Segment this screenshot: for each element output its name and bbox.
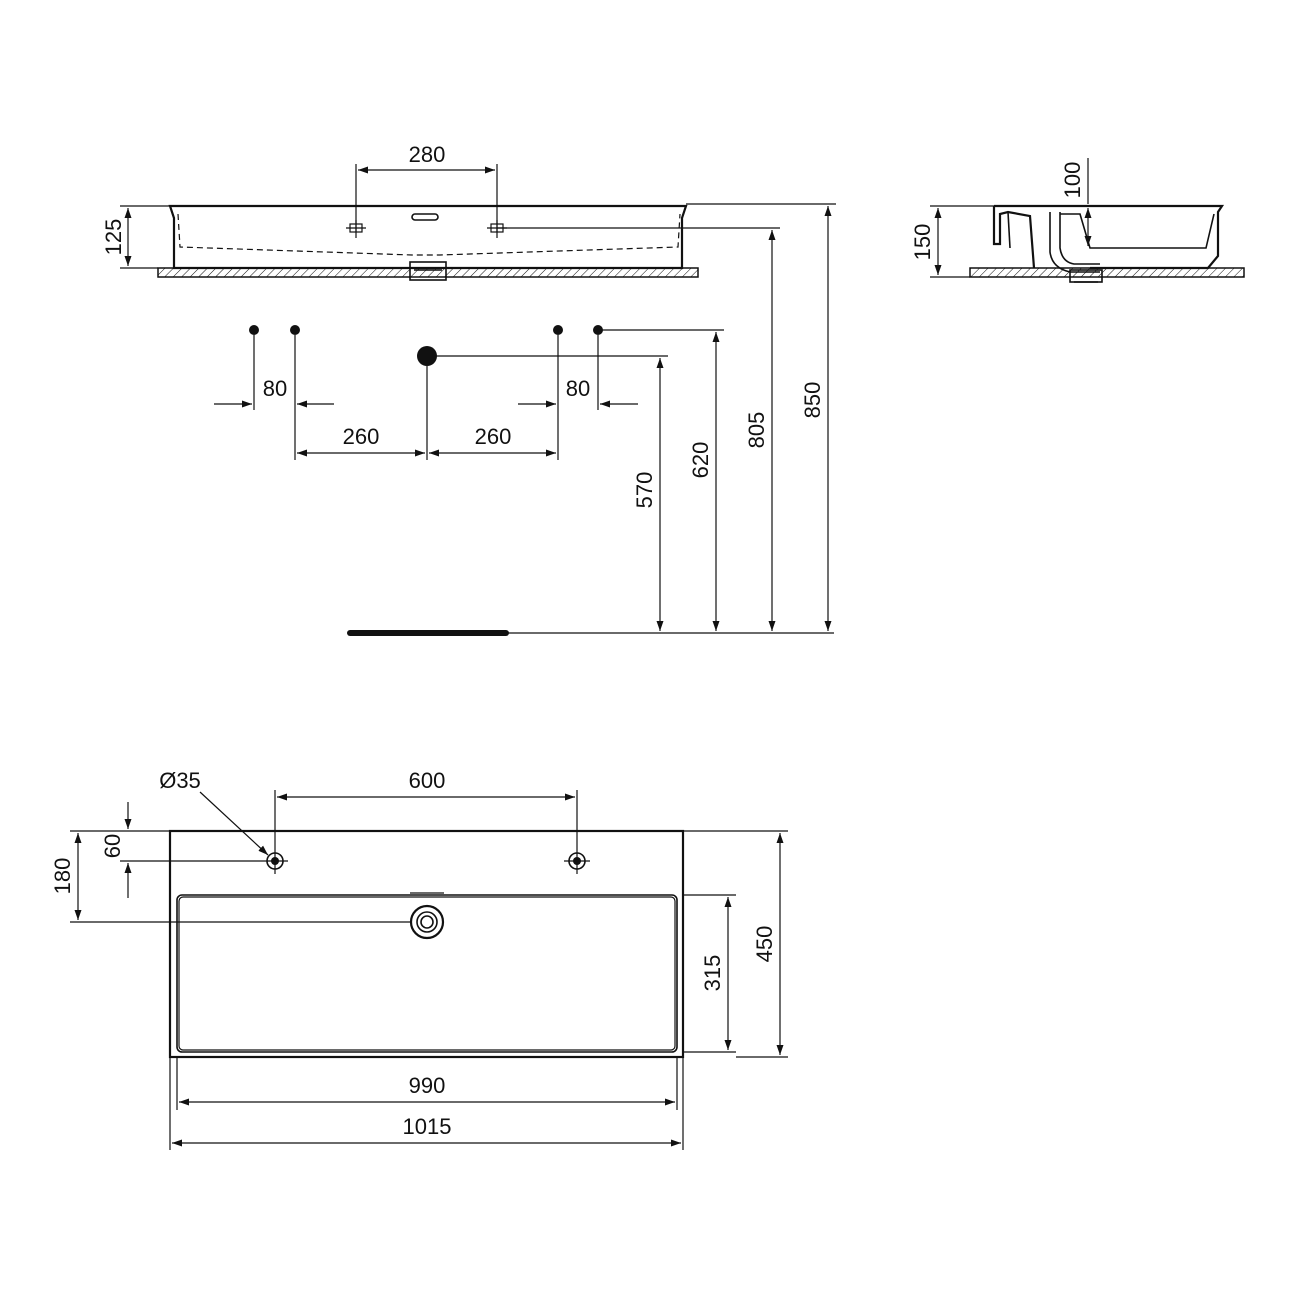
top-view: Ø35 600 60 180 315 xyxy=(50,768,788,1150)
dim-label-125: 125 xyxy=(101,219,126,256)
dim-side-depth-100: 100 xyxy=(1060,158,1092,246)
side-view: 150 100 xyxy=(910,158,1245,283)
dim-height-570: 570 xyxy=(427,355,668,631)
dim-right-260: 260 xyxy=(429,424,556,457)
dim-inner-width-990: 990 xyxy=(176,1057,678,1110)
supply-point-left-1 xyxy=(249,325,259,335)
tap-hole-top-right xyxy=(564,848,590,874)
dim-label-570: 570 xyxy=(632,472,657,509)
waste-top xyxy=(409,904,445,940)
dim-label-60: 60 xyxy=(100,834,125,858)
supply-point-right-1 xyxy=(553,325,563,335)
dim-basin-height-125: 125 xyxy=(101,205,170,269)
supply-point-left-2 xyxy=(290,325,300,335)
waste-point xyxy=(417,346,437,366)
supply-point-right-2 xyxy=(593,325,603,335)
dim-label-850: 850 xyxy=(800,382,825,419)
dim-label-260-right: 260 xyxy=(475,424,512,449)
basin-top-bowl xyxy=(176,894,678,1053)
dim-tap-spacing-600: 600 xyxy=(274,768,578,848)
dim-tap-spacing-280: 280 xyxy=(355,142,498,232)
dim-height-620: 620 xyxy=(598,329,724,631)
dim-label-150: 150 xyxy=(910,224,935,261)
dim-inner-depth-315: 315 xyxy=(683,894,736,1053)
front-view: 280 125 850 805 620 xyxy=(101,142,836,636)
countertop-side xyxy=(969,267,1245,278)
overflow-slot xyxy=(411,213,439,221)
dim-right-80: 80 xyxy=(518,376,638,408)
dim-label-260-left: 260 xyxy=(343,424,380,449)
dim-label-805: 805 xyxy=(744,412,769,449)
basin-front-outline xyxy=(168,204,688,270)
dim-left-260: 260 xyxy=(297,424,425,457)
dim-waste-offset-180: 180 xyxy=(50,830,411,923)
dim-label-80-right: 80 xyxy=(566,376,590,401)
dim-label-diameter-35: Ø35 xyxy=(159,768,201,793)
dim-overall-width-1015: 1015 xyxy=(169,1057,684,1150)
dim-height-850: 850 xyxy=(686,203,836,631)
dim-label-1015: 1015 xyxy=(403,1114,452,1139)
dim-label-80-left: 80 xyxy=(263,376,287,401)
basin-top-outline xyxy=(168,829,685,1059)
dim-hole-offset-60: 60 xyxy=(100,802,262,898)
dim-label-620: 620 xyxy=(688,442,713,479)
dim-label-180: 180 xyxy=(50,858,75,895)
dim-height-805: 805 xyxy=(497,227,780,631)
countertop-front xyxy=(157,267,699,278)
dim-label-100: 100 xyxy=(1060,162,1085,199)
dim-side-height-150: 150 xyxy=(910,205,994,278)
dim-label-600: 600 xyxy=(409,768,446,793)
tap-hole-top-left xyxy=(262,848,288,874)
dim-label-315: 315 xyxy=(700,955,725,992)
basin-side-outline xyxy=(994,204,1225,270)
dim-label-280: 280 xyxy=(409,142,446,167)
dim-label-990: 990 xyxy=(409,1073,446,1098)
dim-left-80: 80 xyxy=(214,376,334,408)
dim-overall-depth-450: 450 xyxy=(683,830,788,1058)
dim-label-450: 450 xyxy=(752,926,777,963)
dim-hole-diameter: Ø35 xyxy=(159,768,269,856)
